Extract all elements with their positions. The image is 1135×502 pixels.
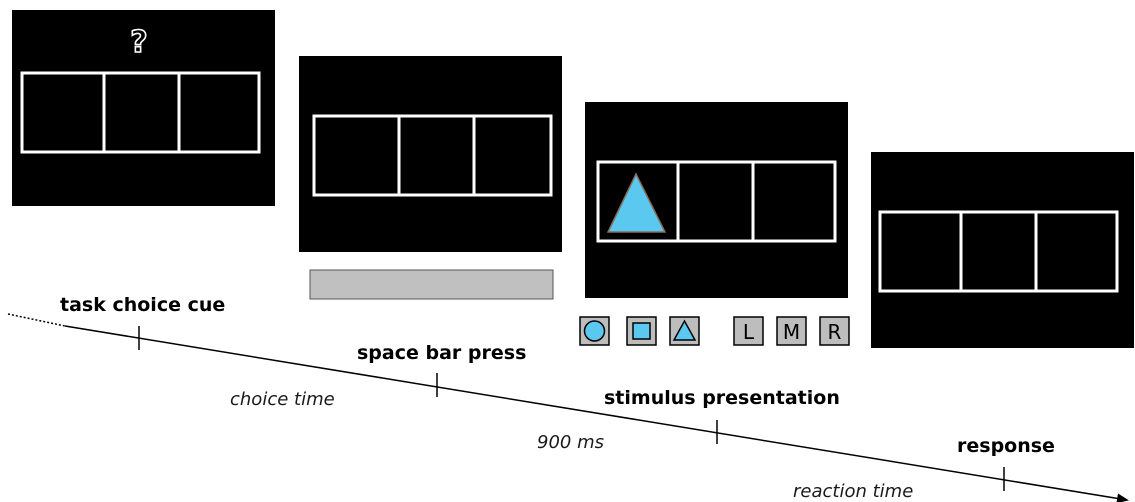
interval-label-900-ms: 900 ms bbox=[537, 432, 604, 453]
timeline-dotted-start bbox=[7, 313, 66, 327]
interval-label-reaction-time: reaction time bbox=[793, 481, 913, 502]
circle-icon bbox=[583, 320, 606, 342]
event-label-stimulus-presentation: stimulus presentation bbox=[604, 387, 840, 409]
space-bar-key bbox=[309, 269, 554, 300]
square-icon bbox=[632, 322, 651, 340]
location-frame bbox=[878, 210, 1119, 293]
timeline: task choice cue space bar press stimulus… bbox=[7, 294, 1129, 502]
right-key-label: R bbox=[828, 320, 842, 344]
left-key: L bbox=[733, 316, 764, 346]
response-keys: L M R bbox=[579, 316, 850, 346]
left-key-label: L bbox=[743, 320, 755, 344]
screen-background bbox=[12, 10, 275, 206]
right-key: R bbox=[819, 316, 850, 346]
timeline-arrow bbox=[64, 325, 1129, 502]
event-label-space-bar-press: space bar press bbox=[357, 342, 526, 364]
event-label-task-choice-cue: task choice cue bbox=[60, 294, 225, 316]
circle-key bbox=[579, 316, 610, 346]
location-frame bbox=[312, 114, 553, 197]
response-screen bbox=[871, 152, 1134, 348]
triangle-stimulus bbox=[606, 172, 667, 233]
question-mark-cue: ? bbox=[130, 25, 147, 60]
middle-key-label: M bbox=[783, 320, 800, 344]
triangle-key bbox=[669, 316, 700, 346]
stimulus-screen bbox=[585, 102, 848, 298]
screen-background bbox=[871, 152, 1134, 348]
interval-label-choice-time: choice time bbox=[230, 389, 335, 410]
triangle-icon bbox=[672, 319, 697, 341]
location-frame bbox=[20, 71, 261, 154]
square-key bbox=[626, 316, 657, 346]
task-choice-screen: ? bbox=[12, 10, 275, 206]
location-frame bbox=[596, 160, 837, 243]
middle-key: M bbox=[776, 316, 807, 346]
space-bar-screen bbox=[299, 56, 562, 300]
event-label-response: response bbox=[957, 435, 1055, 457]
screen-background bbox=[299, 56, 562, 252]
